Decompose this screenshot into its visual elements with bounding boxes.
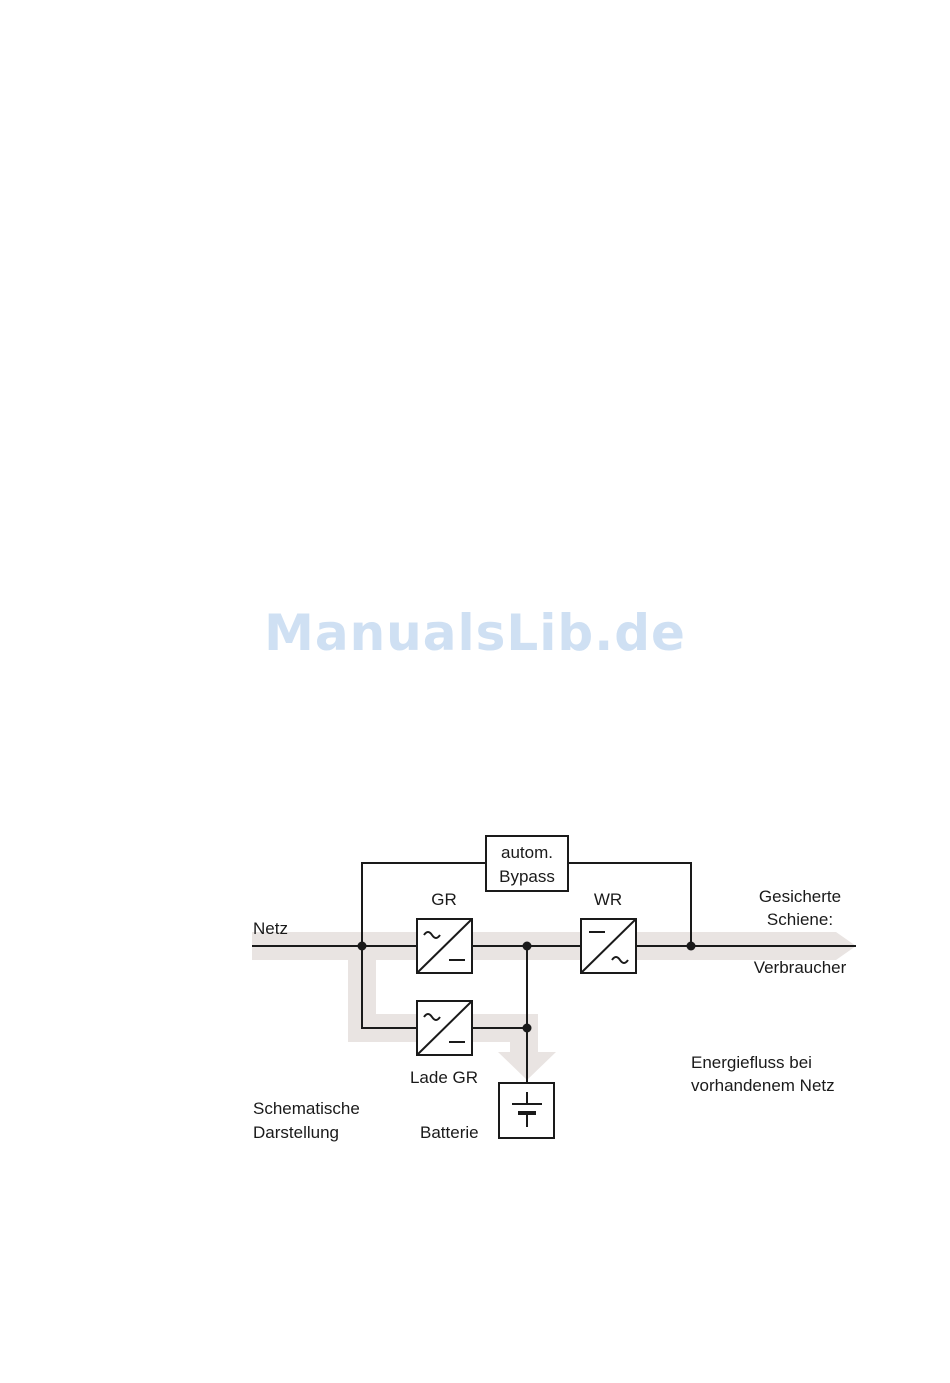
junction-dot-battery: [523, 1024, 532, 1033]
bypass-label-line2: Bypass: [499, 867, 555, 886]
netz-label: Netz: [253, 919, 288, 938]
junction-dot-dc-bus: [523, 942, 532, 951]
lade-gr-label: Lade GR: [410, 1068, 478, 1087]
junction-dot-input: [358, 942, 367, 951]
bypass-box: autom. Bypass: [486, 836, 568, 891]
output-label-line2: Schiene:: [767, 910, 833, 929]
inverter-wr: [581, 919, 636, 973]
caption-line1: Schematische: [253, 1099, 360, 1118]
batterie-label: Batterie: [420, 1123, 479, 1142]
caption-line2: Darstellung: [253, 1123, 339, 1142]
bypass-label-line1: autom.: [501, 843, 553, 862]
verbraucher-label: Verbraucher: [754, 958, 847, 977]
energy-flow-label-line1: Energiefluss bei: [691, 1053, 812, 1072]
gr-label: GR: [431, 890, 457, 909]
wr-label: WR: [594, 890, 622, 909]
rectifier-gr: [417, 919, 472, 973]
junction-dot-output: [687, 942, 696, 951]
energy-flow-label-line2: vorhandenem Netz: [691, 1076, 835, 1095]
output-label-line1: Gesicherte: [759, 887, 841, 906]
battery-frame: [499, 1083, 554, 1138]
battery: [499, 1083, 554, 1138]
charger-lade-gr: [417, 1001, 472, 1055]
